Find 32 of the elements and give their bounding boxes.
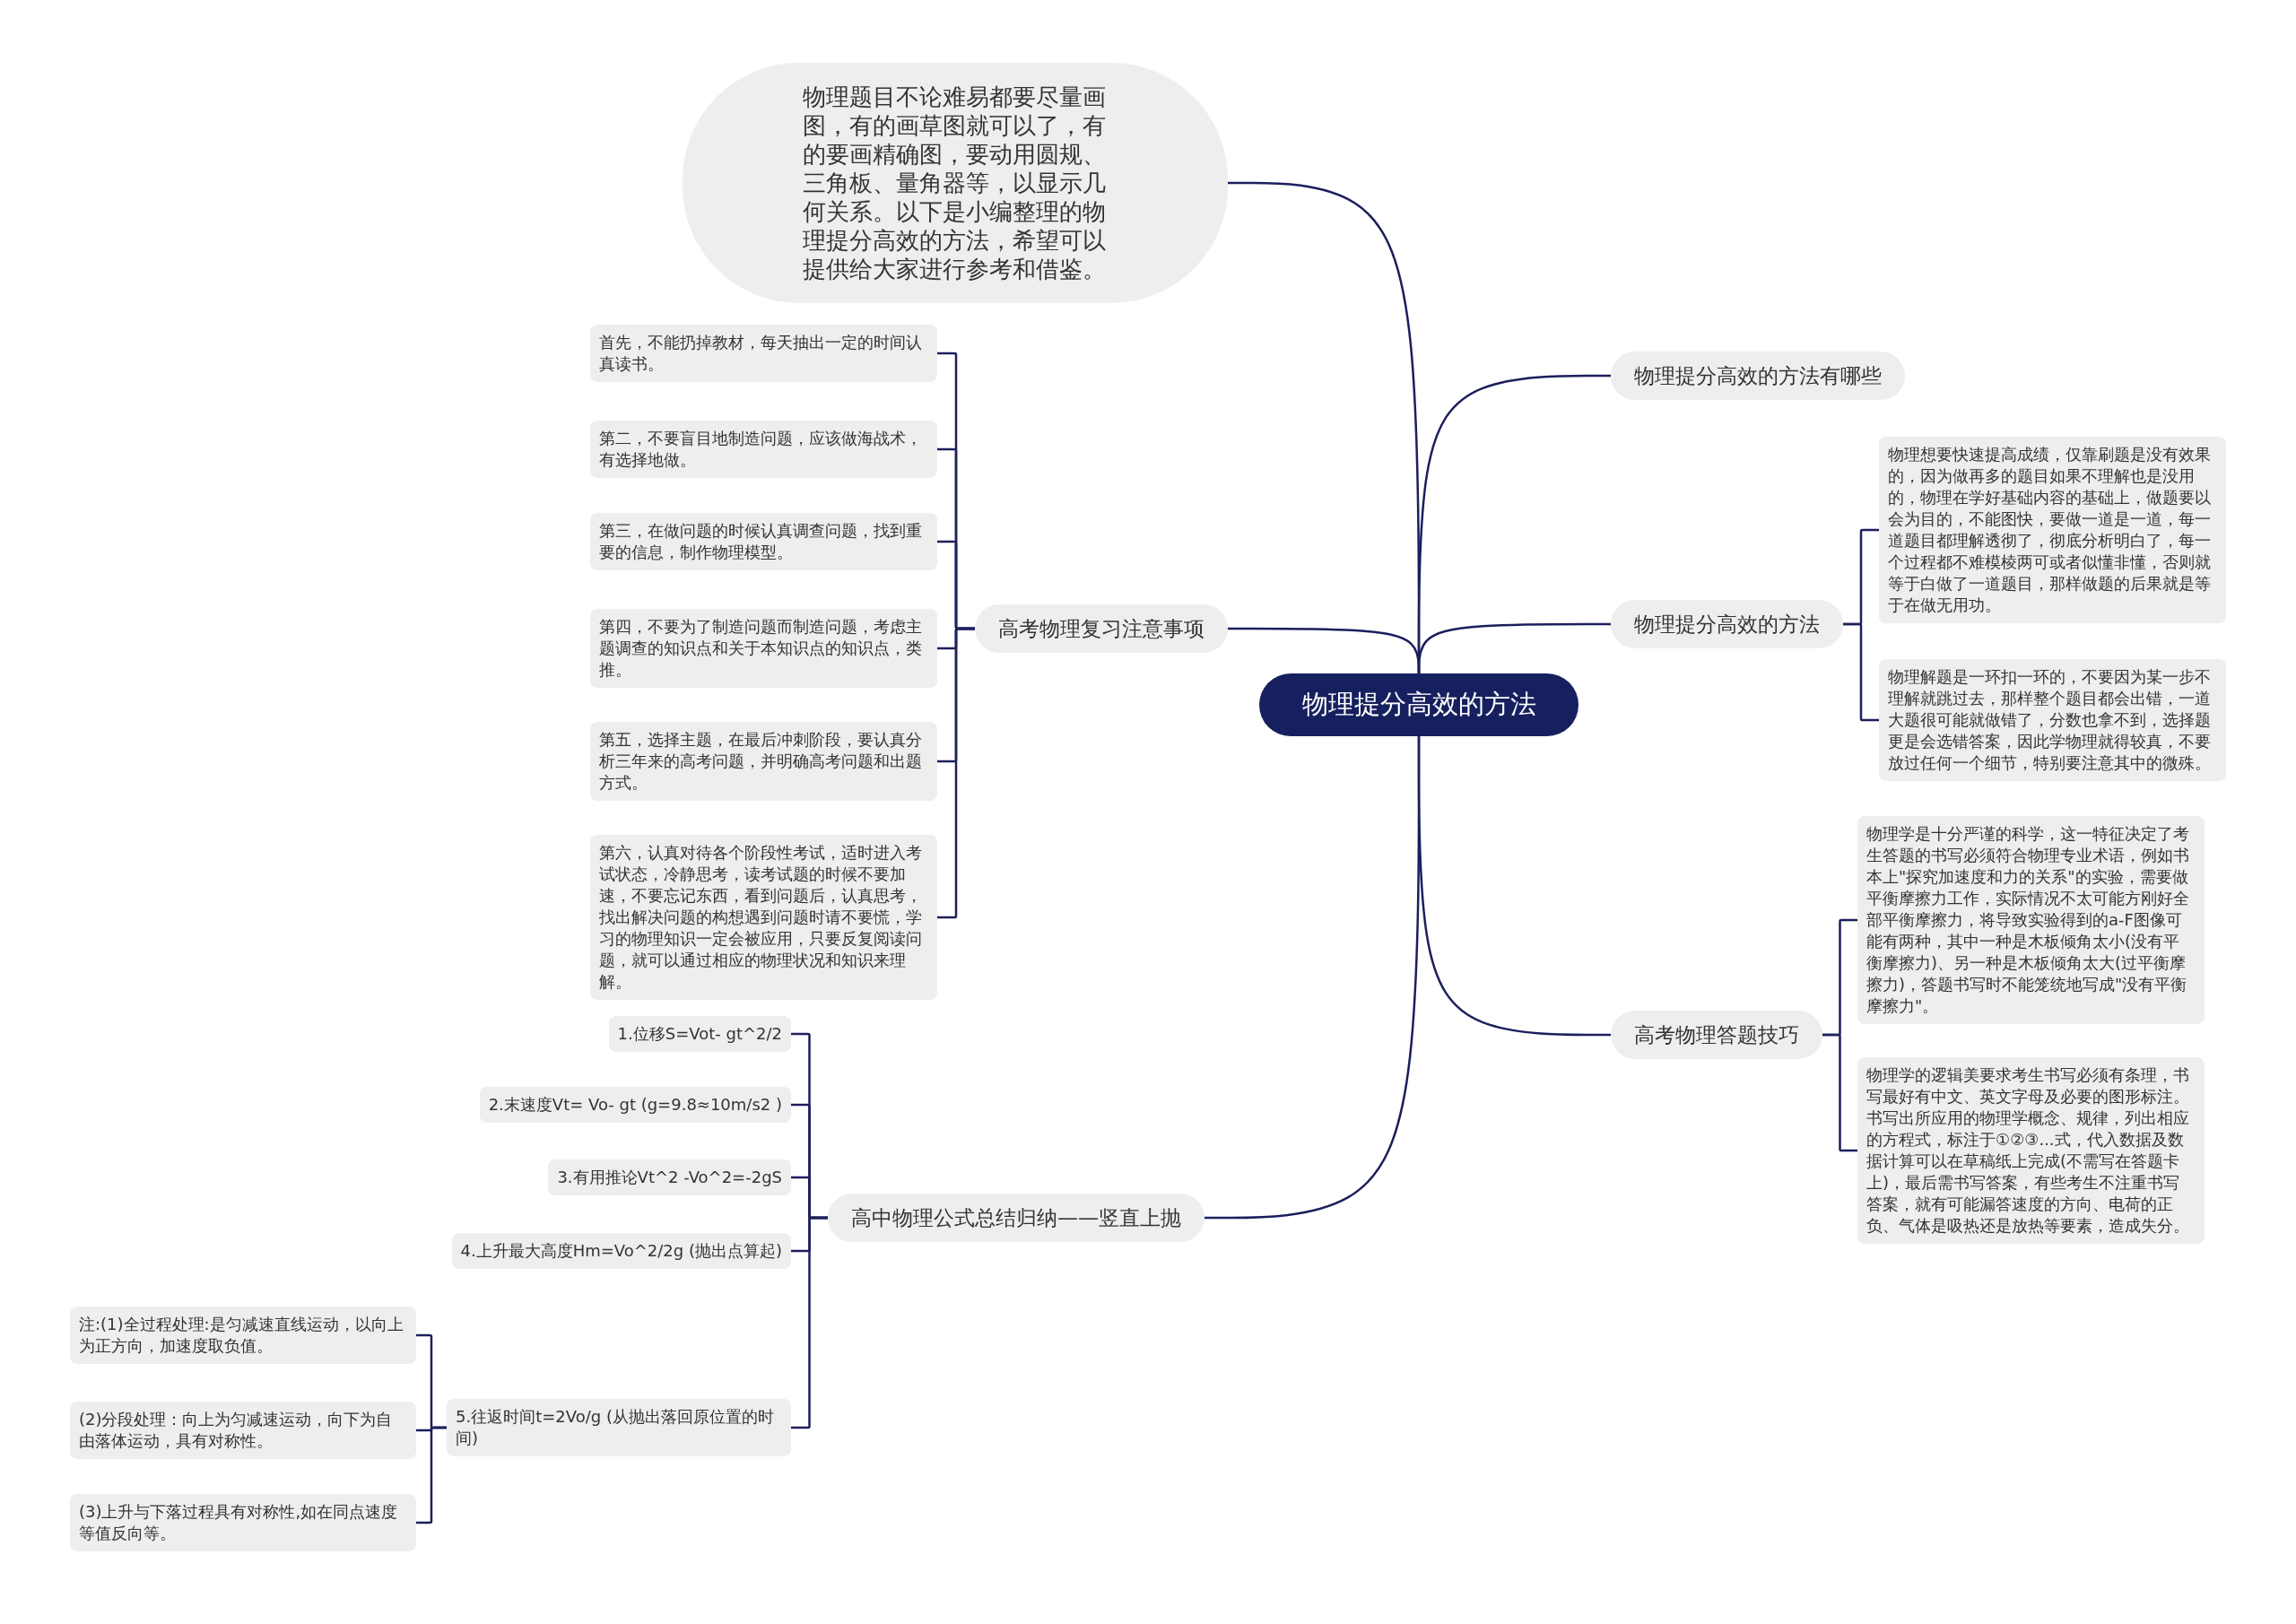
note-card: (2)分段处理：向上为匀减速运动，向下为自由落体运动，具有对称性。 [70, 1402, 416, 1459]
note-card: (3)上升与下落过程具有对称性,如在同点速度等值反向等。 [70, 1494, 416, 1551]
note-card: 第二，不要盲目地制造问题，应该做海战术，有选择地做。 [590, 421, 937, 478]
topic-pill: 物理提分高效的方法 [1611, 600, 1843, 648]
topic-pill: 高考物理答题技巧 [1611, 1011, 1822, 1059]
note-card: 第五，选择主题，在最后冲刺阶段，要认真分析三年来的高考问题，并明确高考问题和出题方式。 [590, 722, 937, 801]
formula-card: 2.末速度Vt= Vo- gt (g=9.8≈10m/s2 ) [479, 1087, 791, 1123]
note-card: 5.往返时间t=2Vo/g (从抛出落回原位置的时间) [447, 1399, 791, 1456]
note-card: 注:(1)全过程处理:是匀减速直线运动，以向上为正方向，加速度取负值。 [70, 1307, 416, 1364]
intro-bubble: 物理题目不论难易都要尽量画图，有的画草图就可以了，有的要画精确图，要动用圆规、三角板、量角器等，以显示几何关系。以下是小编整理的物理提分高效的方法，希望可以提供给大家进行参考和借鉴。 [683, 63, 1228, 303]
connector [416, 1426, 447, 1524]
topic-pill: 高考物理复习注意事项 [975, 604, 1228, 653]
formula-card: 1.位移S=Vot- gt^2/2 [608, 1016, 791, 1052]
note-card: 首先，不能扔掉教材，每天抽出一定的时间认真读书。 [590, 325, 937, 382]
connector [1228, 627, 1421, 673]
connector [937, 627, 975, 919]
formula-card: 4.上升最大高度Hm=Vo^2/2g (抛出点算起) [451, 1233, 791, 1269]
note-card: 第三，在做问题的时候认真调查问题，找到重要的信息，制作物理模型。 [590, 513, 937, 570]
note-card: 物理学的逻辑美要求考生书写必须有条理，书写最好有中文、英文字母及必要的图形标注。书写出所应用的物理学概念、规律，列出相应的方程式，标注于①②③...式，代入数据及数据计算可以在草稿纸上完成(不需写在答题卡上)，最后需书写答案，有些考生不注重书写答案，就有可能漏答速度的方向、电荷的正负、气体是吸热还是放热等要素，造成失分。 [1857, 1057, 2205, 1244]
formula-card: 3.有用推论Vt^2 -Vo^2=-2gS [548, 1159, 791, 1195]
connector [1822, 1033, 1857, 1152]
connector [1205, 736, 1421, 1220]
central-topic: 物理提分高效的方法 [1259, 673, 1578, 736]
note-card: 第四，不要为了制造问题而制造问题，考虑主题调查的知识点和关于本知识点的知识点，类推。 [590, 609, 937, 688]
topic-pill: 物理提分高效的方法有哪些 [1611, 352, 1905, 400]
note-card: 物理想要快速提高成绩，仅靠刷题是没有效果的，因为做再多的题目如果不理解也是没用的，物理在学好基础内容的基础上，做题要以会为目的，不能图快，要做一道是一道，每一道题目都理解透彻了，彻底分析明白了，每一个过程都不难模棱两可或者似懂非懂，否则就等于白做了一道题目，那样做题的后果就是等于在做无用功。 [1879, 437, 2226, 623]
connector [1843, 622, 1879, 722]
note-card: 物理学是十分严谨的科学，这一特征决定了考生答题的书写必须符合物理专业术语，例如书本上"探究加速度和力的关系"的实验，需要做平衡摩擦力工作，实际情况不太可能方刚好全部平衡摩擦力，将导致实验得到的a-F图像可能有两种，其中一种是木板倾角太小(没有平衡摩擦力)、另一种是木板倾角太大(过平衡摩擦力)，答题书写时不能笼统地写成"没有平衡摩擦力"。 [1857, 816, 2205, 1024]
note-card: 第六，认真对待各个阶段性考试，适时进入考试状态，冷静思考，读考试题的时候不要加速，不要忘记东西，看到问题后，认真思考，找出解决问题的构想遇到问题时请不要慌，学习的物理知识一定会被应用，只要反复阅读问题，就可以通过相应的物理状况和知识来理解。 [590, 835, 937, 1000]
topic-pill: 高中物理公式总结归纳——竖直上抛 [828, 1194, 1205, 1242]
note-card: 物理解题是一环扣一环的，不要因为某一步不理解就跳过去，那样整个题目都会出错，一道大题很可能就做错了，分数也拿不到，选择题更是会选错答案，因此学物理就得较真，不要放过任何一个细节，特别要注意其中的微殊。 [1879, 659, 2226, 781]
connector [791, 1216, 828, 1429]
